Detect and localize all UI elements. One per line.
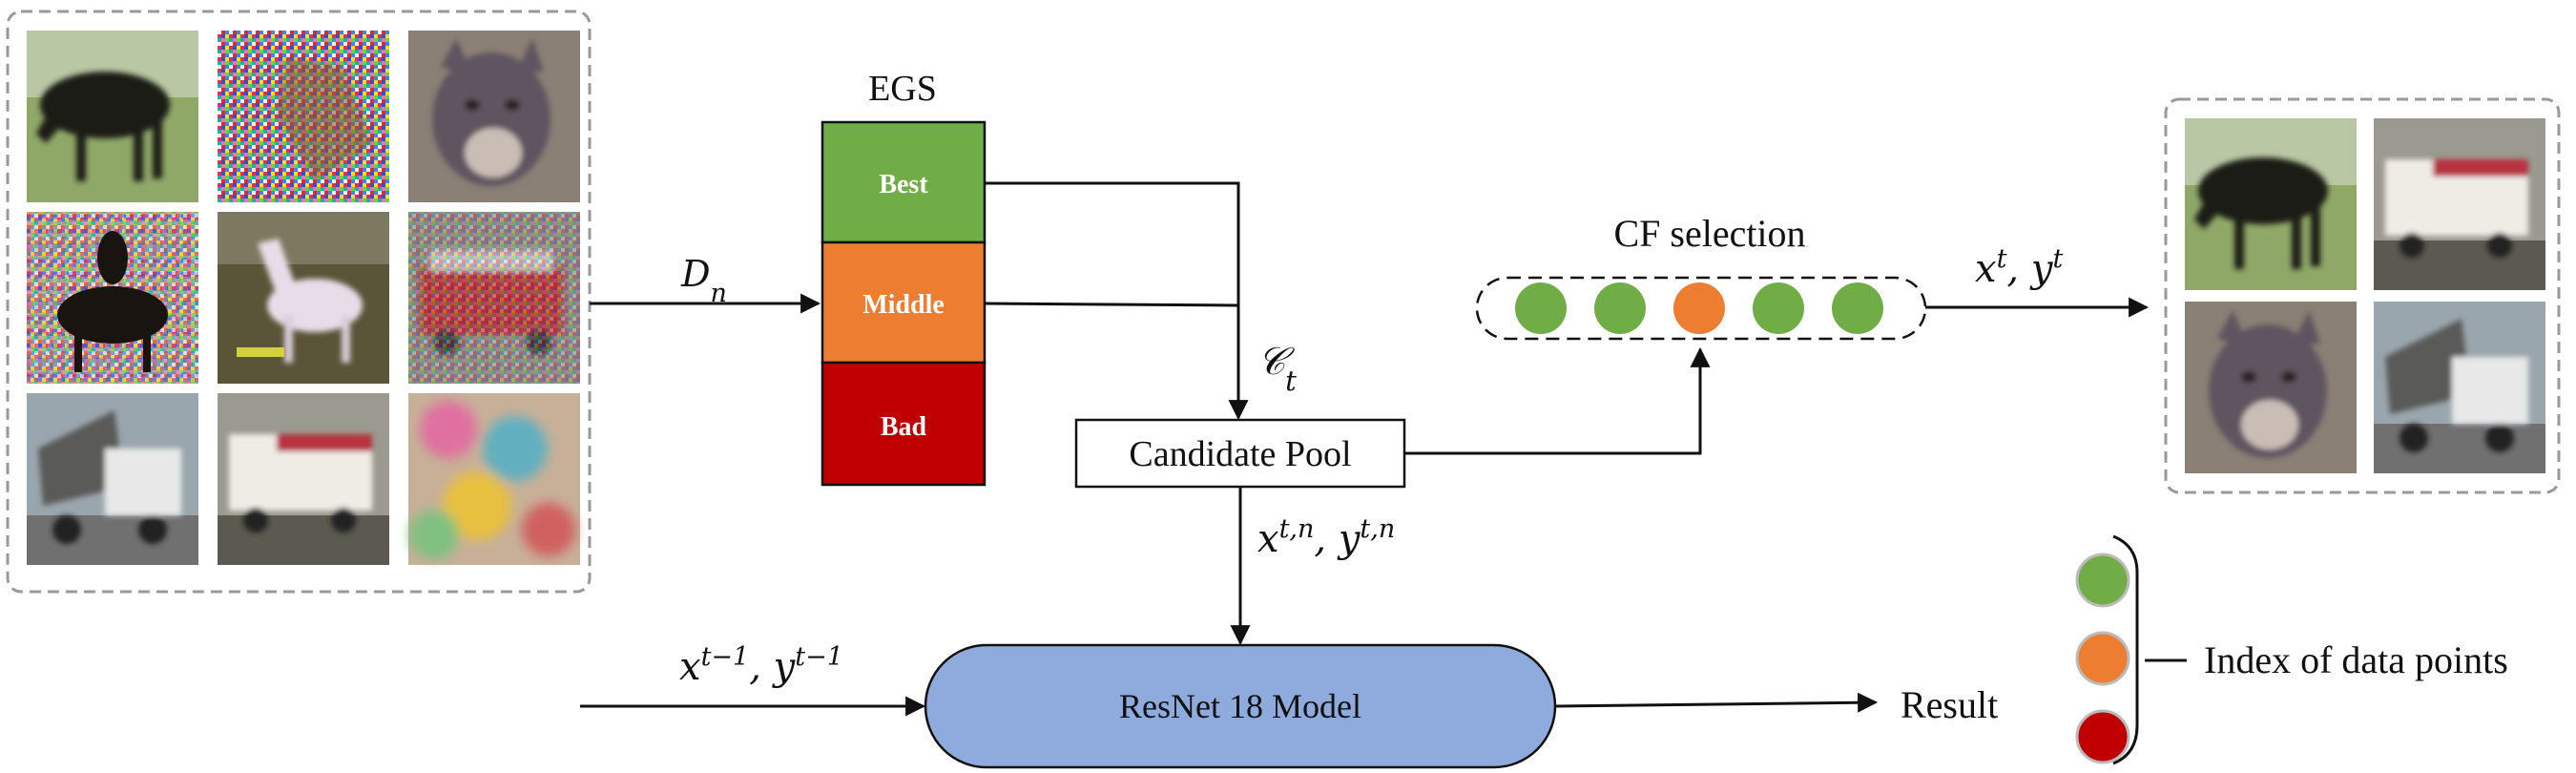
svg-text:Bad: Bad bbox=[881, 412, 927, 442]
legend-bracket bbox=[2112, 534, 2139, 765]
candidate-set-label: 𝒞t bbox=[1257, 340, 1297, 397]
svg-text:Middle: Middle bbox=[862, 290, 945, 320]
input-image-horse-standing bbox=[218, 212, 389, 384]
cf-dot bbox=[1594, 282, 1646, 334]
input-image-dump-truck bbox=[27, 393, 198, 565]
candidate-pool-box: Candidate Pool bbox=[1074, 418, 1406, 489]
selected-output-label: xt, yt bbox=[1975, 244, 2063, 292]
svg-text:ResNet 18 Model: ResNet 18 Model bbox=[1119, 687, 1361, 725]
output-image-horse-grazing bbox=[2185, 118, 2357, 290]
resnet-model-box: ResNet 18 Model bbox=[924, 643, 1557, 769]
svg-text:Best: Best bbox=[879, 170, 928, 199]
output-image-ambulance bbox=[2374, 118, 2545, 290]
output-image-grid-frame bbox=[2164, 97, 2561, 494]
legend-dot-green bbox=[2075, 553, 2130, 608]
cf-selection-capsule bbox=[1475, 276, 1927, 341]
input-dataset-label: Dn bbox=[680, 253, 727, 308]
egs-tier-best: Best bbox=[821, 120, 987, 244]
input-image-cat bbox=[408, 31, 580, 202]
input-image-blurred-noise bbox=[408, 393, 580, 565]
input-image-ambulance bbox=[218, 393, 389, 565]
legend-title: Index of data points bbox=[2204, 638, 2508, 681]
input-image-horse-noisy bbox=[218, 31, 389, 202]
cf-selection-title: CF selection bbox=[1613, 212, 1805, 255]
legend-dot-orange bbox=[2075, 631, 2130, 686]
legend-dot-red bbox=[2075, 709, 2130, 764]
input-image-horse-grazing bbox=[27, 31, 198, 202]
result-label: Result bbox=[1901, 683, 1998, 726]
input-image-grid-frame bbox=[6, 10, 592, 594]
input-image-firetruck-noisy bbox=[408, 212, 580, 384]
cf-dot bbox=[1515, 282, 1567, 334]
model-to-result-arrow bbox=[1554, 692, 1879, 713]
pool-output-label: xt,n, yt,n bbox=[1257, 514, 1395, 562]
output-image-dump-truck bbox=[2374, 302, 2545, 473]
egs-tier-bad: Bad bbox=[821, 361, 987, 487]
svg-text:Candidate Pool: Candidate Pool bbox=[1129, 434, 1351, 474]
egs-tier-middle: Middle bbox=[821, 240, 987, 365]
output-image-cat bbox=[2185, 302, 2357, 473]
egs-title: EGS bbox=[868, 69, 937, 109]
input-image-rider-noisy bbox=[27, 212, 198, 384]
previous-data-label: xt−1, yt−1 bbox=[679, 642, 843, 690]
cf-dot bbox=[1753, 282, 1804, 334]
cf-dots bbox=[1515, 282, 1883, 334]
egs-middle-connector bbox=[984, 302, 1239, 307]
cf-dot bbox=[1673, 282, 1725, 334]
legend: Index of data points bbox=[2075, 534, 2508, 765]
pool-to-cf-arrow bbox=[1404, 346, 1711, 455]
cf-dot bbox=[1832, 282, 1883, 334]
egs-best-connector bbox=[985, 181, 1249, 421]
